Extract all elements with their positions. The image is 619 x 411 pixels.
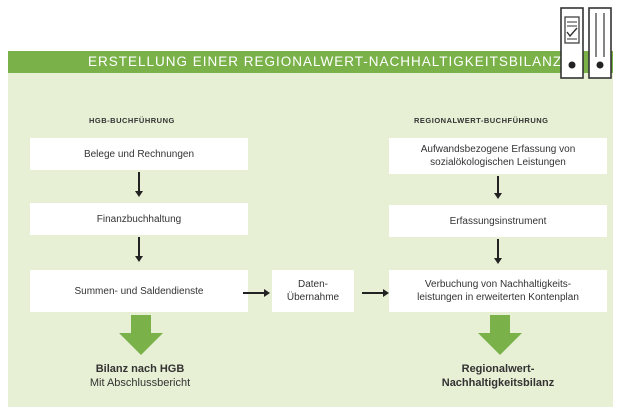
data-transfer-box: Daten- Übernahme bbox=[272, 270, 354, 312]
effort-based-capture-line2: sozialökologischen Leistungen bbox=[430, 157, 566, 168]
arrow-down bbox=[494, 176, 501, 199]
financial-accounting-label: Finanzbuchhaltung bbox=[96, 213, 182, 225]
effort-based-capture-line1: Aufwandsbezogene Erfassung von bbox=[420, 144, 576, 155]
arrow-right bbox=[243, 289, 270, 296]
right-result-title: Regionalwert- bbox=[461, 363, 535, 375]
left-result-title: Bilanz nach HGB bbox=[95, 363, 185, 375]
capture-instrument-label: Erfassungsinstrument bbox=[449, 215, 547, 227]
arrow-down bbox=[494, 239, 501, 264]
right-result-subtitle: Nachhaltigkeitsbilanz bbox=[441, 377, 555, 389]
right-result: Regionalwert- Nachhaltigkeitsbilanz bbox=[418, 362, 578, 390]
balance-services-label: Summen- und Saldendienste bbox=[74, 285, 204, 297]
binder-icon bbox=[588, 7, 612, 79]
sustainability-booking-box: Verbuchung von Nachhaltigkeits- leistung… bbox=[389, 270, 607, 312]
arrow-down bbox=[135, 172, 142, 197]
data-transfer-line2: Übernahme bbox=[286, 292, 340, 303]
left-result-subtitle: Mit Abschlussbericht bbox=[89, 377, 191, 389]
arrow-right bbox=[362, 289, 389, 296]
effort-based-capture-box: Aufwandsbezogene Erfassung von sozialöko… bbox=[389, 138, 607, 174]
binder-icon bbox=[560, 7, 584, 79]
diagram-title: ERSTELLUNG EINER REGIONALWERT-NACHHALTIG… bbox=[8, 51, 613, 73]
right-column-title: REGIONALWERT-BUCHFÜHRUNG bbox=[414, 116, 549, 125]
sustainability-booking-line1: Verbuchung von Nachhaltigkeits- bbox=[424, 279, 572, 290]
sustainability-booking-line2: leistungen in erweiterten Kontenplan bbox=[417, 292, 579, 303]
left-result: Bilanz nach HGB Mit Abschlussbericht bbox=[60, 362, 220, 390]
receipts-label: Belege und Rechnungen bbox=[83, 148, 195, 160]
receipts-box: Belege und Rechnungen bbox=[30, 138, 248, 170]
capture-instrument-box: Erfassungsinstrument bbox=[389, 205, 607, 237]
left-column-title: HGB-BUCHFÜHRUNG bbox=[89, 116, 175, 125]
data-transfer-line1: Daten- bbox=[297, 279, 328, 290]
green-down-arrow bbox=[478, 315, 522, 355]
green-down-arrow bbox=[119, 315, 163, 355]
balance-services-box: Summen- und Saldendienste bbox=[30, 270, 248, 312]
financial-accounting-box: Finanzbuchhaltung bbox=[30, 203, 248, 235]
arrow-down bbox=[135, 237, 142, 262]
